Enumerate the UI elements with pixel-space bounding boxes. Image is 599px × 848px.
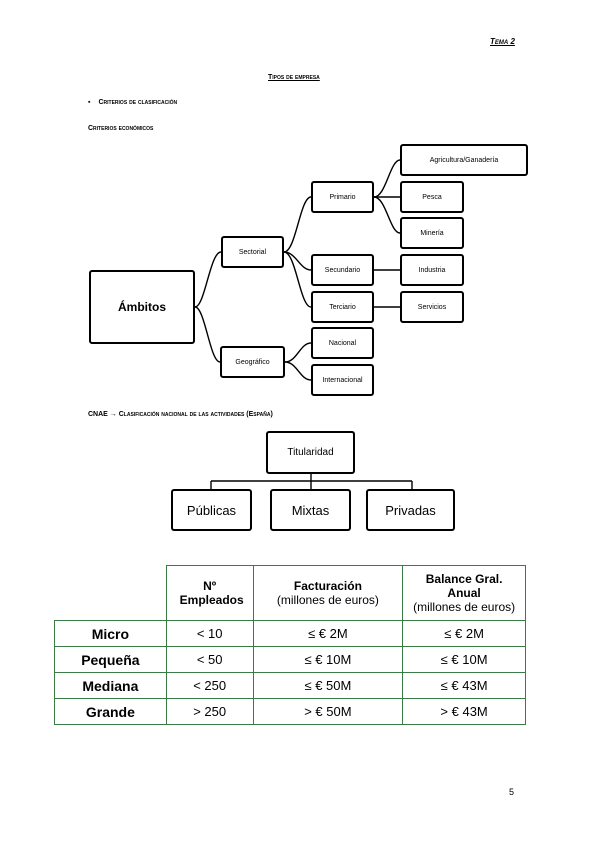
table-row: Mediana < 250 ≤ € 50M ≤ € 43M [54,672,526,699]
header-balance-label: Balance Gral. Anual [425,572,503,600]
table-row: Pequeña < 50 ≤ € 10M ≤ € 10M [54,646,526,673]
page-number: 5 [509,787,515,797]
cell-empleados: < 10 [165,620,254,647]
cell-facturacion: ≤ € 2M [252,620,404,647]
tree-node-servicios: Servicios [400,291,464,323]
cell-facturacion: > € 50M [252,698,404,725]
row-label: Mediana [54,672,167,699]
tree-node-nacional: Nacional [311,327,374,359]
cnae-prefix: CNAE [88,411,108,418]
tree-node-pesca: Pesca [400,181,464,213]
cnae-line: CNAE → Clasificación nacional de las act… [88,411,273,418]
table-row: Grande > 250 > € 50M > € 43M [54,698,526,725]
tema-label: Tema 2 [490,37,515,46]
cell-balance: ≤ € 2M [402,620,526,647]
header-balance-sub: (millones de euros) [413,600,516,614]
row-label: Pequeña [54,646,167,673]
header-facturacion: Facturación(millones de euros) [252,565,404,621]
tree-node-secundario: Secundario [311,254,374,286]
cell-facturacion: ≤ € 50M [252,672,404,699]
bullet-text: Criterios de clasificación [98,99,178,106]
subheading: Criterios económicos [88,125,154,132]
cnae-arrow: → [109,411,117,418]
header-facturacion-sub: (millones de euros) [276,593,379,607]
titularidad-privadas: Privadas [366,489,455,531]
cell-balance: ≤ € 10M [402,646,526,673]
tree-root-ambitos: Ámbitos [89,270,195,344]
cnae-text: Clasificación nacional de las actividade… [118,411,273,418]
cell-empleados: < 50 [165,646,254,673]
cell-balance: ≤ € 43M [402,672,526,699]
header-empleados: Nº Empleados [165,565,254,621]
header-empleados-label: Nº Empleados [179,579,244,607]
bullet-item: ▪ Criterios de clasificación [88,99,177,106]
tree-node-industria: Industria [400,254,464,286]
cell-empleados: > 250 [165,698,254,725]
table-corner [54,565,167,621]
table-row: Micro < 10 ≤ € 2M ≤ € 2M [54,620,526,647]
tree-node-geografico: Geográfico [220,346,285,378]
titularidad-root: Titularidad [266,431,355,474]
tree-node-terciario: Terciario [311,291,374,323]
cell-balance: > € 43M [402,698,526,725]
header-balance: Balance Gral. Anual(millones de euros) [402,565,526,621]
table-header-row: Nº Empleados Facturación(millones de eur… [54,565,526,621]
row-label: Grande [54,698,167,725]
header-facturacion-label: Facturación [293,579,362,593]
row-label: Micro [54,620,167,647]
tree-node-internacional: Internacional [311,364,374,396]
tree-node-mineria: Minería [400,217,464,249]
bullet-marker: ▪ [88,99,91,106]
titularidad-publicas: Públicas [171,489,252,531]
page-title: Tipos de empresa [268,74,320,81]
cell-facturacion: ≤ € 10M [252,646,404,673]
tree-node-primario: Primario [311,181,374,213]
tree-node-agricultura: Agricultura/Ganadería [400,144,528,176]
company-size-table: Nº Empleados Facturación(millones de eur… [54,565,526,725]
tree-node-sectorial: Sectorial [221,236,284,268]
titularidad-mixtas: Mixtas [270,489,351,531]
cell-empleados: < 250 [165,672,254,699]
